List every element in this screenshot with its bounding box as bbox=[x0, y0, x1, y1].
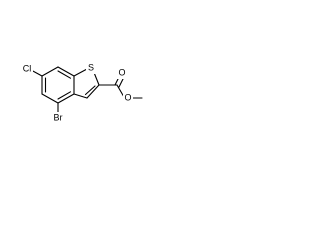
o-carbonyl-label-bg bbox=[117, 67, 127, 79]
bond-c6-c7 bbox=[41, 66, 59, 77]
o-ester-label-bg bbox=[123, 92, 133, 104]
bond-ccarbonyl-oester bbox=[116, 84, 125, 98]
bond-c3-c3a bbox=[73, 93, 88, 99]
bond-c4-c5 bbox=[41, 93, 59, 104]
molecule-structure: Cl Br S O O bbox=[21, 62, 143, 124]
bond-c3a-c4-inner bbox=[57, 91, 72, 100]
bond-c7-c7a-inner bbox=[57, 70, 72, 79]
bond-c7a-s bbox=[73, 68, 88, 77]
br-label-bg bbox=[51, 112, 65, 124]
bond-c2-c3 bbox=[86, 84, 100, 99]
sulfur-label: S bbox=[88, 62, 94, 72]
bond-c3a-c4 bbox=[57, 93, 75, 104]
bond-c2-c3-inner bbox=[84, 85, 96, 96]
ester-oxygen-label: O bbox=[124, 92, 131, 102]
cl-label-bg bbox=[21, 63, 33, 75]
bond-c7-c7a bbox=[57, 66, 75, 77]
s-label-bg bbox=[86, 62, 96, 74]
atom-labels: Cl Br S O O bbox=[21, 62, 133, 124]
bromine-label: Br bbox=[54, 112, 63, 122]
chlorine-label: Cl bbox=[23, 63, 32, 73]
carbonyl-oxygen-label: O bbox=[118, 67, 125, 77]
